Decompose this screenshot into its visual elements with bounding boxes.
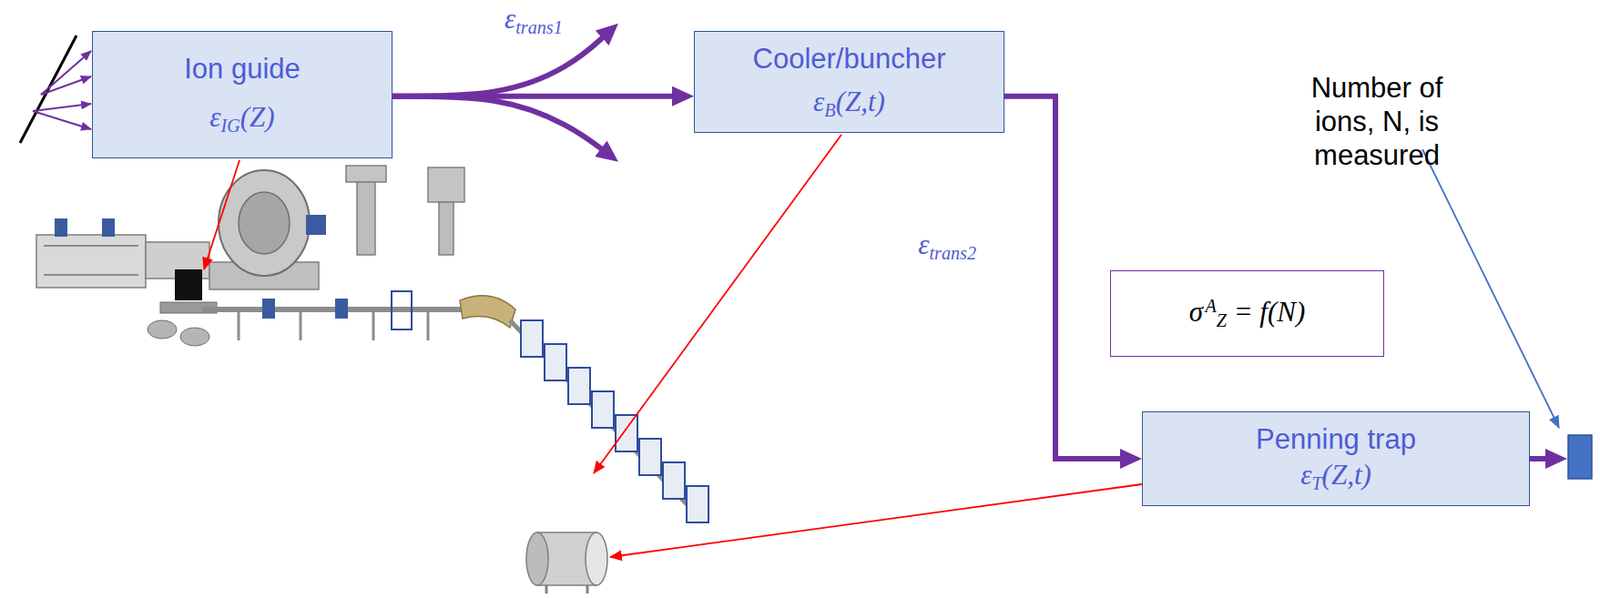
frame	[544, 344, 567, 381]
output-arrow	[1529, 456, 1551, 462]
text-run: IG	[221, 116, 241, 137]
station	[428, 167, 465, 203]
flow-arrow	[1004, 96, 1126, 459]
text-run: Cooler/buncher	[753, 42, 947, 75]
stand	[427, 312, 430, 341]
stand	[237, 312, 241, 341]
node-title: Penning trap	[1255, 422, 1417, 457]
frame	[520, 320, 543, 357]
transfer-efficiency: εtrans2	[915, 227, 979, 265]
text-run: Z	[1216, 310, 1227, 331]
text-run: (Z,t)	[835, 85, 886, 118]
node-content: Ion guide εIG(Z)	[183, 51, 301, 137]
text-run: Penning trap	[1255, 423, 1417, 456]
loss-branch	[392, 96, 606, 153]
tower-top	[346, 165, 387, 183]
blue-part	[335, 298, 348, 319]
loss-branch	[392, 34, 607, 97]
frame	[639, 438, 662, 476]
text-run: trans1	[515, 17, 562, 38]
frame	[662, 462, 685, 500]
transfer-efficiency: εtrans1	[501, 1, 566, 39]
ion-arrow	[32, 103, 92, 112]
rail	[43, 244, 139, 247]
beamline	[509, 320, 693, 510]
text-run: trans2	[929, 243, 977, 264]
magnet-end	[526, 532, 549, 586]
pointer-arrow	[610, 484, 1142, 558]
text-run: ε	[504, 2, 516, 35]
frame	[591, 391, 614, 429]
node-formula: εB(Z,t)	[813, 84, 886, 122]
magnet-end	[585, 532, 608, 586]
blue-part	[305, 214, 327, 235]
frame	[391, 291, 412, 330]
pump	[180, 327, 210, 347]
text-run: ε	[1300, 458, 1312, 491]
stand	[372, 312, 376, 341]
ion-arrow	[32, 111, 92, 130]
frame	[615, 415, 638, 452]
tower	[356, 182, 376, 255]
stand	[299, 312, 303, 341]
text-run: ε	[813, 85, 825, 118]
annotation: Number of ions, N, is measured	[1278, 71, 1476, 174]
process-box: Penning trapεT(Z,t)	[1141, 411, 1530, 507]
rail	[43, 274, 139, 276]
pointer-arrow	[203, 160, 240, 270]
blue-part	[54, 218, 68, 237]
platform	[36, 234, 146, 288]
detector	[1568, 435, 1592, 479]
blue-part	[262, 298, 276, 319]
text-run: σ	[1189, 295, 1203, 328]
node-formula: εT(Z,t)	[1300, 458, 1372, 495]
text-run: Number of ions, N, is measured	[1311, 71, 1444, 172]
cyclotron-core	[238, 192, 290, 255]
ion-guide-station	[174, 269, 203, 301]
ion-arrow	[40, 50, 92, 95]
process-box: Ion guide εIG(Z)	[91, 30, 393, 159]
blue-part	[101, 218, 115, 237]
text-run: T	[1311, 474, 1322, 495]
formula-box: σAZ = f(N)	[1110, 270, 1385, 357]
leader-line	[1422, 149, 1560, 429]
pointer-arrow	[593, 134, 842, 474]
frame	[686, 486, 709, 523]
text-run: B	[824, 101, 836, 122]
cyclotron	[218, 170, 310, 276]
text-run: (Z)	[240, 101, 276, 133]
pump	[147, 320, 177, 339]
bending-magnet	[459, 295, 516, 328]
text-run: Ion guide	[183, 52, 301, 85]
process-box: Cooler/buncher εB(Z,t)	[693, 30, 1005, 133]
node-formula: εIG(Z)	[209, 100, 275, 137]
text-run: ε	[917, 228, 929, 261]
text-run: ε	[209, 101, 221, 133]
text-run: = f(N)	[1226, 295, 1305, 328]
node-content: Cooler/buncher εB(Z,t)	[753, 41, 947, 122]
frame	[568, 367, 591, 405]
text-run: (Z,t)	[1322, 458, 1372, 491]
node-content: σAZ = f(N)	[1189, 295, 1306, 332]
node-title: Ion guide	[183, 51, 301, 86]
node-title: σAZ = f(N)	[1189, 295, 1306, 332]
node-content: Penning trapεT(Z,t)	[1255, 422, 1417, 495]
station-stand	[438, 202, 454, 255]
ion-arrow	[40, 76, 92, 95]
text-run: A	[1204, 295, 1216, 316]
node-title: Cooler/buncher	[753, 41, 947, 76]
